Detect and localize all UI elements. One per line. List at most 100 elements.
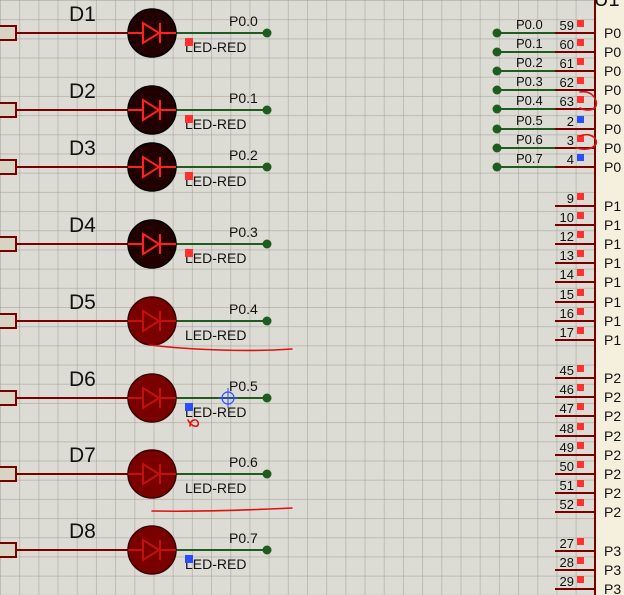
chip-port-label: P2 bbox=[604, 408, 621, 424]
chip-port-label: P3 bbox=[604, 543, 621, 559]
connector-terminal[interactable] bbox=[0, 236, 17, 252]
pin-state-marker bbox=[577, 538, 584, 545]
connector-terminal[interactable] bbox=[0, 25, 17, 41]
pin-p0-3[interactable]: P0.3 62 P0 bbox=[492, 74, 622, 98]
pin-state-marker bbox=[577, 77, 584, 84]
junction-dot[interactable] bbox=[492, 85, 502, 95]
junction-dot[interactable] bbox=[492, 162, 502, 172]
chip-port-label: P2 bbox=[604, 389, 621, 405]
chip-port-label: P0 bbox=[604, 101, 621, 117]
pin-state-marker bbox=[577, 327, 584, 334]
junction-dot[interactable] bbox=[492, 143, 502, 153]
led-ref-label: D2 bbox=[69, 80, 96, 103]
pin-state-marker bbox=[577, 96, 584, 103]
junction-dot[interactable] bbox=[492, 47, 502, 57]
junction-dot[interactable] bbox=[262, 162, 272, 172]
connector-terminal[interactable] bbox=[0, 102, 17, 118]
pin-state-marker bbox=[577, 39, 584, 46]
junction-dot[interactable] bbox=[492, 66, 502, 76]
pin-state-marker bbox=[577, 423, 584, 430]
chip-body bbox=[594, 0, 624, 595]
part-label: LED-RED bbox=[185, 39, 246, 55]
junction-dot[interactable] bbox=[262, 469, 272, 479]
chip-port-label: P1 bbox=[604, 313, 621, 329]
chip-port-label: P1 bbox=[604, 236, 621, 252]
pin-number: 17 bbox=[560, 325, 574, 340]
junction-dot[interactable] bbox=[262, 28, 272, 38]
led-ref-label: D8 bbox=[69, 520, 96, 543]
chip-port-label: P0 bbox=[604, 82, 621, 98]
junction-dot[interactable] bbox=[492, 104, 502, 114]
pin-net-label: P0.3 bbox=[516, 74, 543, 89]
junction-dot[interactable] bbox=[262, 545, 272, 555]
part-label: LED-RED bbox=[185, 404, 246, 420]
connector-terminal[interactable] bbox=[0, 313, 17, 329]
pin-state-marker bbox=[577, 365, 584, 372]
pin-number: 10 bbox=[560, 210, 574, 225]
junction-dot[interactable] bbox=[262, 393, 272, 403]
net-label: P0.7 bbox=[229, 530, 258, 546]
pin-number: 9 bbox=[567, 191, 574, 206]
junction-dot[interactable] bbox=[492, 124, 502, 134]
chip-port-label: P2 bbox=[604, 428, 621, 444]
junction-dot[interactable] bbox=[262, 105, 272, 115]
pin-number: 15 bbox=[560, 287, 574, 302]
pin-number: 62 bbox=[560, 75, 574, 90]
connector-terminal[interactable] bbox=[0, 159, 17, 175]
pin-state-marker bbox=[577, 116, 584, 123]
pin-state-marker bbox=[577, 250, 584, 257]
chip-port-label: P2 bbox=[604, 466, 621, 482]
pin-state-marker bbox=[577, 308, 584, 315]
pin-state-marker bbox=[577, 231, 584, 238]
junction-dot[interactable] bbox=[262, 316, 272, 326]
pin-number: 14 bbox=[560, 267, 574, 282]
connector-terminal[interactable] bbox=[0, 542, 17, 558]
pin-number: 48 bbox=[560, 421, 574, 436]
connector-terminal[interactable] bbox=[0, 466, 17, 482]
pin-state-marker bbox=[577, 20, 584, 27]
logic-state-marker bbox=[185, 38, 193, 46]
junction-dot[interactable] bbox=[262, 239, 272, 249]
pin-p2[interactable]: 48 P2 bbox=[555, 421, 621, 444]
logic-state-marker bbox=[185, 172, 193, 180]
connector-terminal[interactable] bbox=[0, 390, 17, 406]
junction-dot[interactable] bbox=[492, 28, 502, 38]
pin-state-marker bbox=[577, 480, 584, 487]
